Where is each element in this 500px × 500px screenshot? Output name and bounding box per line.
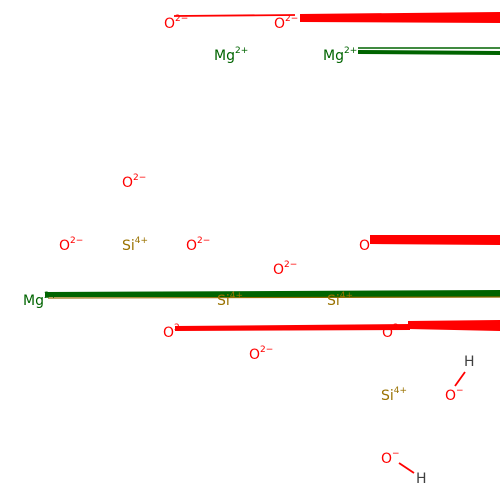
atom-symbol: O xyxy=(445,388,457,404)
atom-si2: Si4+ xyxy=(217,291,244,309)
atom-charge: − xyxy=(456,386,464,397)
bond-mg3-edge xyxy=(47,296,500,299)
atom-mg2: Mg2+ xyxy=(323,46,358,64)
atom-charge: 2− xyxy=(70,236,84,247)
atom-o4: O2− xyxy=(59,236,84,254)
atom-charge: 4+ xyxy=(229,291,244,302)
atom-symbol: O xyxy=(359,238,371,254)
atom-charge: 2+ xyxy=(343,46,358,57)
atom-o10: O2− xyxy=(249,345,274,363)
atom-h1: H xyxy=(464,355,475,369)
atom-si1: Si4+ xyxy=(122,236,149,254)
bond-mg2-edge xyxy=(357,47,500,55)
atom-charge: 2− xyxy=(174,323,188,334)
atom-symbol: O xyxy=(186,238,198,254)
atom-o8: O2− xyxy=(163,323,188,341)
atom-symbol: Si xyxy=(122,238,135,254)
atom-symbol: O xyxy=(273,262,285,278)
bond-o11-h1 xyxy=(454,371,466,387)
atom-symbol: Si xyxy=(381,388,394,404)
atom-mg3: Mg2+ xyxy=(23,291,58,309)
atom-charge: 2− xyxy=(284,260,298,271)
atom-symbol: O xyxy=(381,451,393,467)
atom-o3: O2− xyxy=(122,173,147,191)
bond-o7-edge xyxy=(370,235,500,245)
bond-mg3-edge xyxy=(45,290,500,297)
atom-symbol: H xyxy=(464,354,475,370)
bond-o1-o2 xyxy=(173,14,296,17)
atom-h2: H xyxy=(416,472,427,486)
atom-symbol: O xyxy=(249,347,261,363)
atom-o9: O2− xyxy=(382,323,407,341)
atom-charge: − xyxy=(392,449,400,460)
atom-charge: 4+ xyxy=(134,236,149,247)
atom-charge: 2+ xyxy=(43,291,58,302)
atom-o12: O− xyxy=(381,449,400,467)
atom-charge: 2− xyxy=(260,345,274,356)
bond-o2-edge xyxy=(300,12,500,23)
atom-charge: 4+ xyxy=(339,291,354,302)
atom-charge: 2− xyxy=(285,14,299,25)
atom-o5: O2− xyxy=(186,236,211,254)
atom-symbol: Mg xyxy=(23,293,44,309)
atom-symbol: O xyxy=(382,325,394,341)
atom-charge: 2− xyxy=(393,323,407,334)
bond-o12-h2 xyxy=(398,462,415,474)
atom-o1: O2− xyxy=(164,14,189,32)
atom-symbol: O xyxy=(274,16,286,32)
atom-symbol: O xyxy=(59,238,71,254)
atom-charge: 2− xyxy=(175,14,189,25)
atom-o6: O2− xyxy=(273,260,298,278)
bond-o9-edge xyxy=(408,320,500,331)
atom-symbol: O xyxy=(164,16,176,32)
atom-si3: Si4+ xyxy=(327,291,354,309)
atom-symbol: O xyxy=(122,175,134,191)
atom-mg1: Mg2+ xyxy=(214,46,249,64)
atom-symbol: Mg xyxy=(323,48,344,64)
atom-charge: 4+ xyxy=(393,386,408,397)
atom-charge: 2− xyxy=(197,236,211,247)
atom-symbol: Mg xyxy=(214,48,235,64)
atom-symbol: Si xyxy=(327,293,340,309)
atom-charge: 2+ xyxy=(234,46,249,57)
atom-symbol: Si xyxy=(217,293,230,309)
atom-symbol: H xyxy=(416,471,427,487)
atom-o2: O2− xyxy=(274,14,299,32)
bond-o8-o9 xyxy=(175,324,410,331)
atom-symbol: O xyxy=(163,325,175,341)
atom-charge: 2− xyxy=(370,236,384,247)
atom-charge: 2− xyxy=(133,173,147,184)
atom-o7: O2− xyxy=(359,236,384,254)
atom-si4: Si4+ xyxy=(381,386,408,404)
atom-o11: O− xyxy=(445,386,464,404)
